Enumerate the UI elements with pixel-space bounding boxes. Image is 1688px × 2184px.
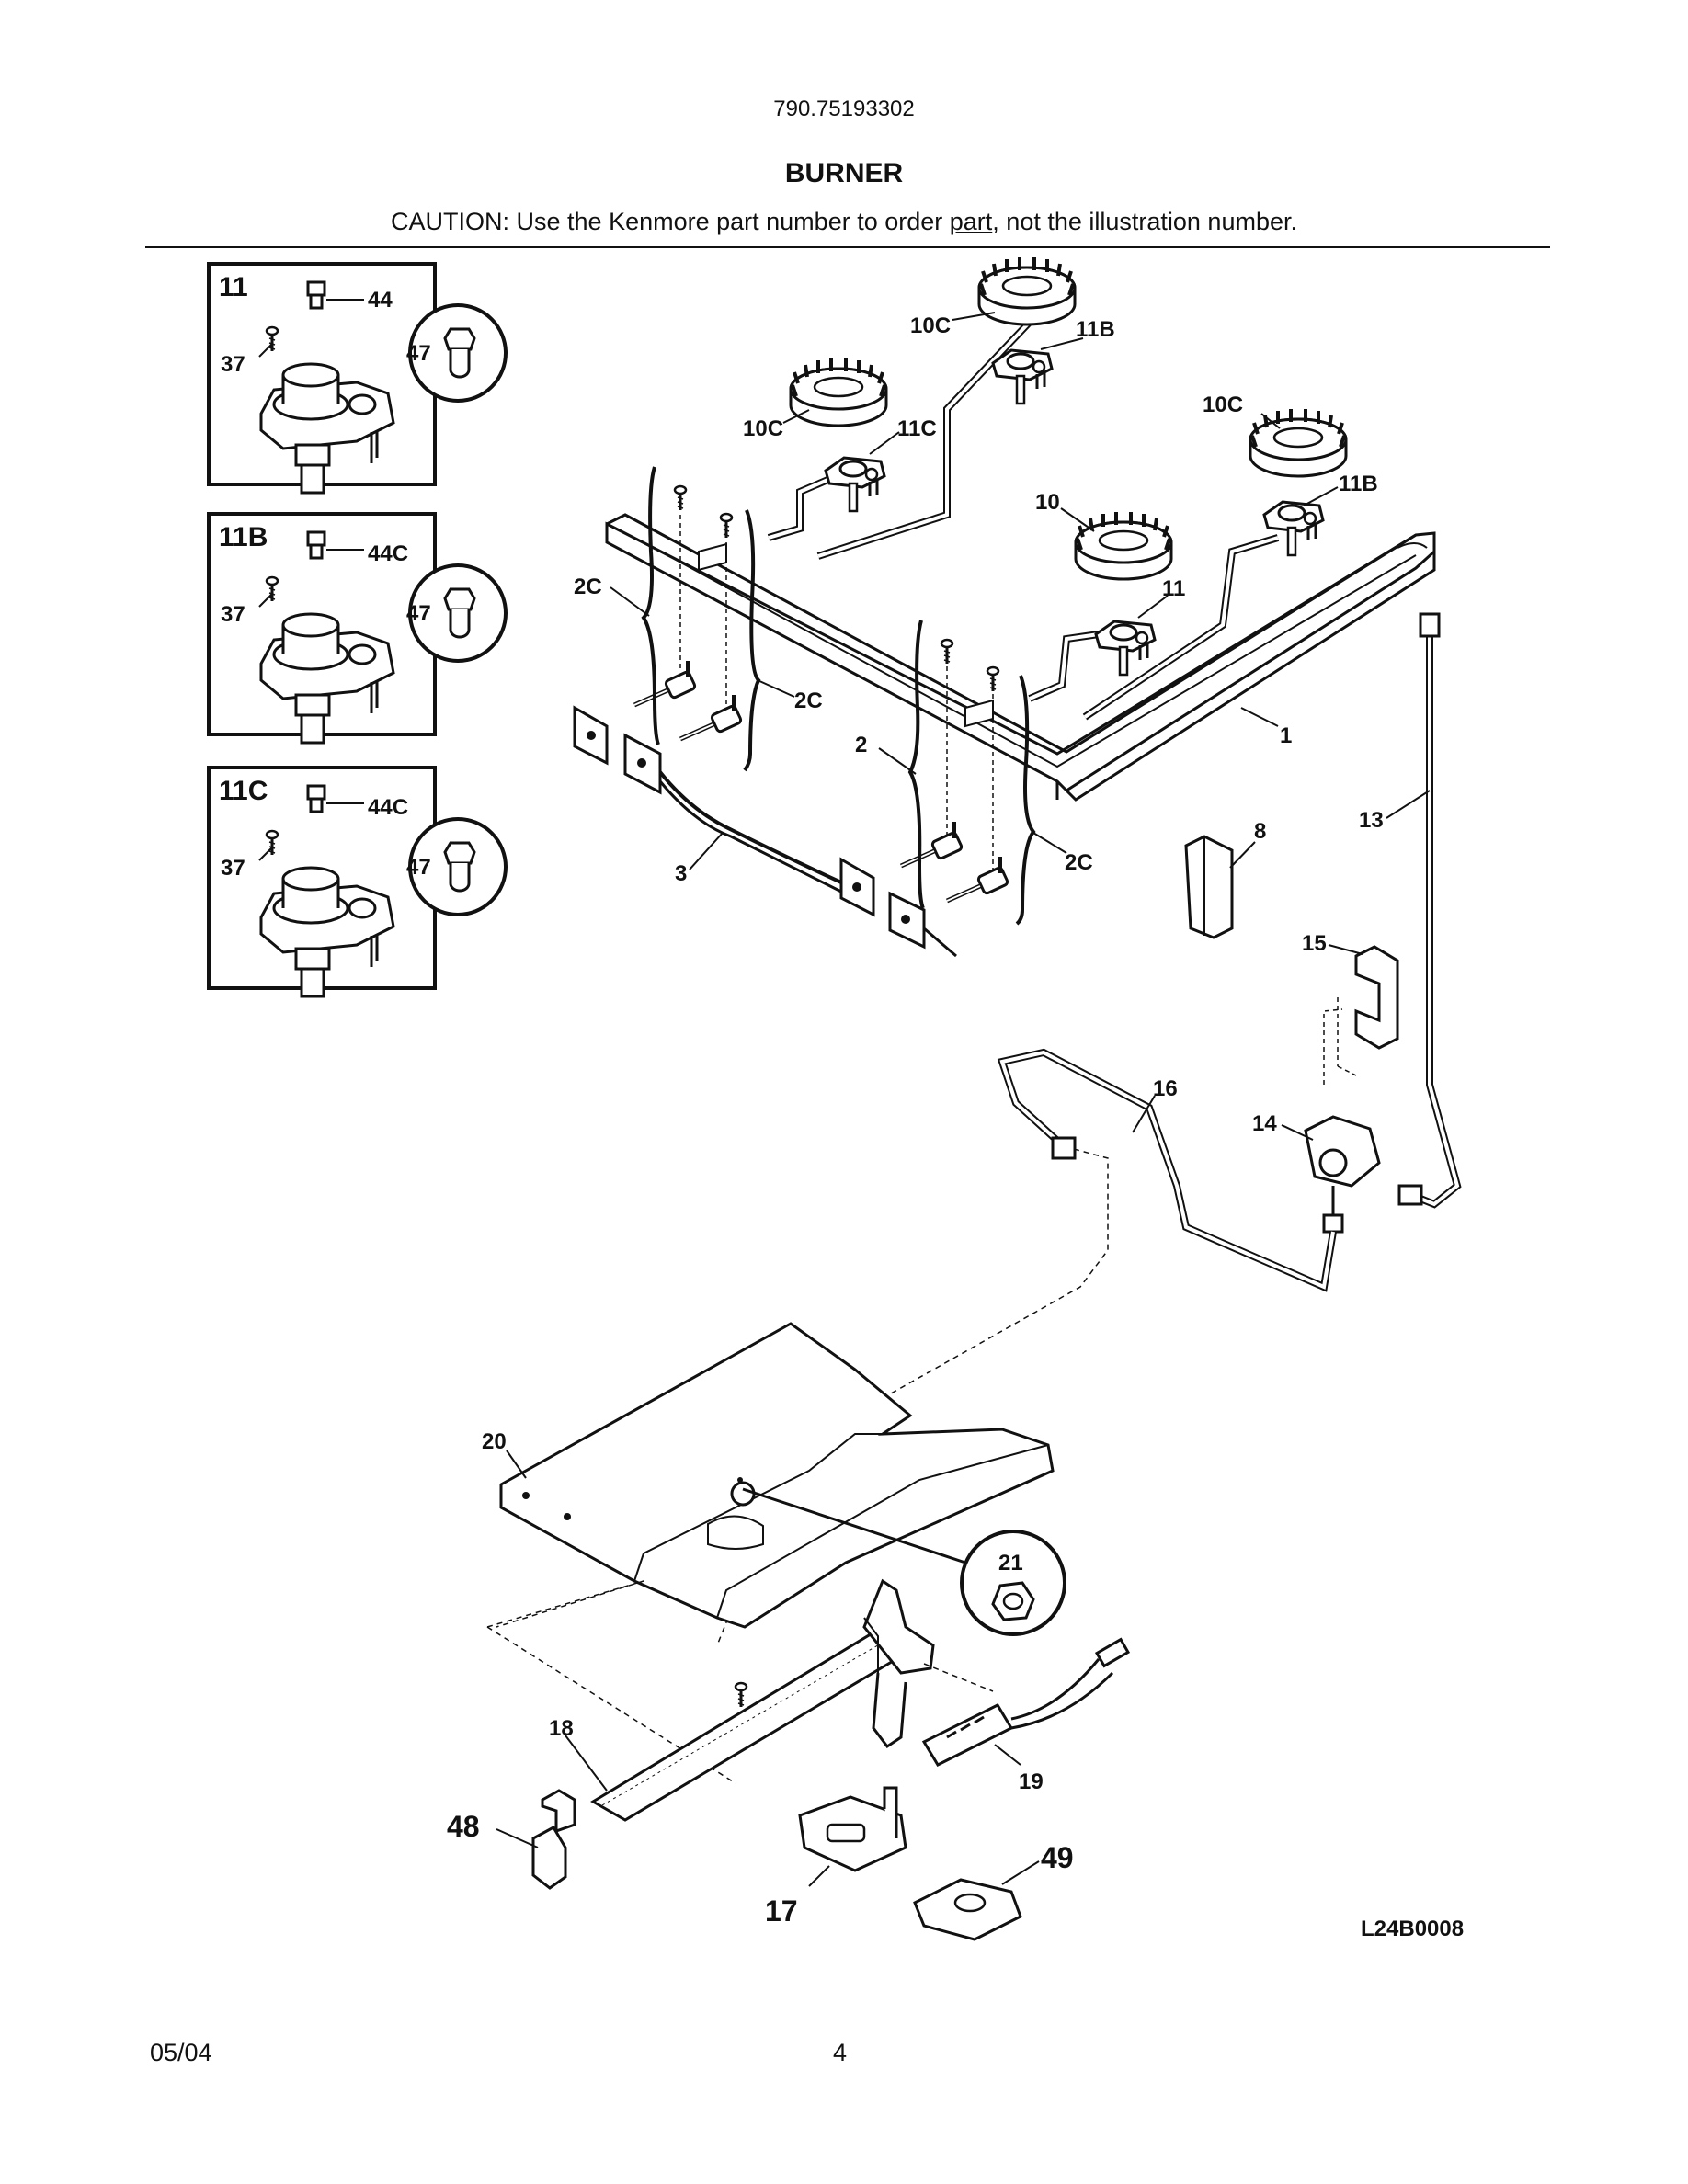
callout-11b-b: 11B xyxy=(1339,472,1378,496)
caution-underlined-word: part xyxy=(949,208,993,235)
callout-8: 8 xyxy=(1254,819,1266,844)
oven-burner-assembly xyxy=(486,1322,1131,1941)
inset-panel-11: 11 44 37 47 xyxy=(207,262,508,495)
inset-title-11b: 11B xyxy=(219,522,268,552)
inset-11b-callout-37: 37 xyxy=(221,602,245,627)
page-number: 4 xyxy=(833,2039,848,2066)
caution-note: CAUTION: Use the Kenmore part number to … xyxy=(0,208,1688,236)
inset-11b-callout-47: 47 xyxy=(406,601,431,626)
callout-14: 14 xyxy=(1252,1111,1277,1136)
diagram-code: L24B0008 xyxy=(1361,1917,1464,1941)
callout-10c-b: 10C xyxy=(743,416,783,441)
callout-11c: 11C xyxy=(897,416,937,441)
callout-10: 10 xyxy=(1035,490,1060,515)
footer-date: 05/04 xyxy=(150,2039,212,2066)
callout-48: 48 xyxy=(447,1810,480,1843)
page-title: BURNER xyxy=(784,158,904,188)
inset-title-11: 11 xyxy=(219,272,248,302)
inset-11c-callout-37: 37 xyxy=(221,856,245,881)
header-divider xyxy=(145,246,1550,248)
callout-13: 13 xyxy=(1359,808,1384,833)
callout-20: 20 xyxy=(482,1429,507,1454)
inset-11b-callout-44c: 44C xyxy=(368,541,408,566)
inset-11-callout-44: 44 xyxy=(368,288,393,313)
caution-text-suffix: , not the illustration number. xyxy=(992,208,1297,235)
inset-11c-callout-44c: 44C xyxy=(368,795,408,820)
callout-49: 49 xyxy=(1041,1841,1074,1874)
inset-11c-callout-47: 47 xyxy=(406,855,431,880)
callout-2c-a: 2C xyxy=(574,574,602,599)
model-number: 790.75193302 xyxy=(773,97,915,121)
caution-text-prefix: CAUTION: Use the Kenmore part number to … xyxy=(391,208,950,235)
callout-10c-a: 10C xyxy=(910,313,951,338)
callout-1: 1 xyxy=(1280,723,1292,748)
callout-10c-c: 10C xyxy=(1203,392,1243,417)
inset-panel-11b: 11B 44C 37 47 xyxy=(207,512,508,745)
burner-assembly-top xyxy=(573,256,1462,1646)
inset-11-callout-47: 47 xyxy=(406,341,431,366)
callout-19: 19 xyxy=(1019,1769,1044,1794)
callout-labels: 10C 11B 10C 11C 10C 11B 10 11 2C 2C 2C 2… xyxy=(447,313,1464,1941)
callout-15: 15 xyxy=(1302,931,1327,956)
callout-2c-c: 2C xyxy=(1065,850,1093,875)
callout-16: 16 xyxy=(1153,1076,1178,1101)
callout-3: 3 xyxy=(675,861,687,886)
callout-21: 21 xyxy=(998,1551,1023,1575)
callout-17: 17 xyxy=(765,1894,798,1928)
inset-panel-11c: 11C 44C 37 47 xyxy=(207,766,508,998)
callout-18: 18 xyxy=(549,1716,574,1741)
inset-11-callout-37: 37 xyxy=(221,352,245,377)
callout-11b-a: 11B xyxy=(1076,317,1115,342)
callout-2c-b: 2C xyxy=(794,688,823,713)
callout-2: 2 xyxy=(855,733,867,757)
callout-11: 11 xyxy=(1162,576,1185,601)
inset-title-11c: 11C xyxy=(219,776,268,806)
spreader-bar xyxy=(573,705,957,958)
